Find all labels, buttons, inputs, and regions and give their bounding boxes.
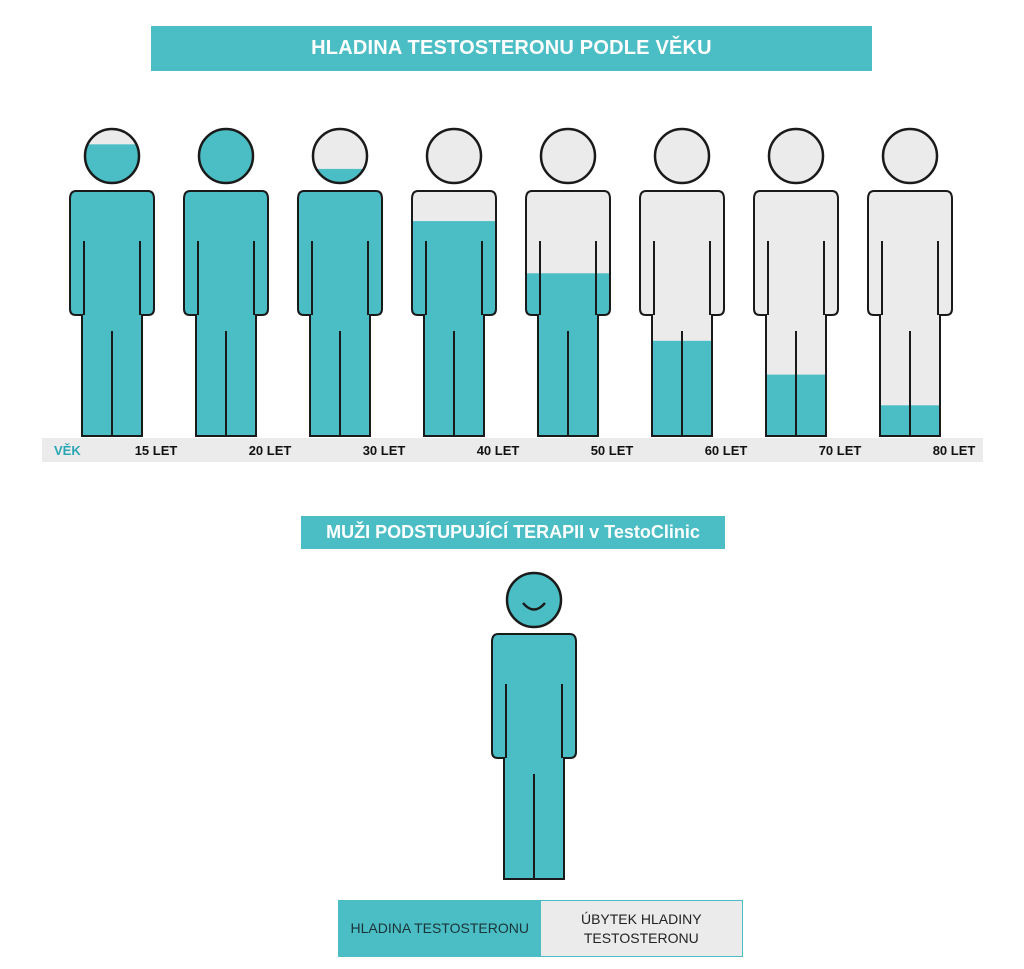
head bbox=[505, 571, 563, 629]
legend-decline: ÚBYTEK HLADINY TESTOSTERONU bbox=[540, 901, 742, 956]
body bbox=[525, 190, 611, 437]
head bbox=[425, 127, 483, 185]
person-figure-2 bbox=[297, 127, 383, 437]
person-figure-7 bbox=[867, 127, 953, 437]
body bbox=[753, 190, 839, 437]
head bbox=[767, 127, 825, 185]
chart-title: HLADINA TESTOSTERONU PODLE VĚKU bbox=[151, 26, 872, 71]
head bbox=[83, 127, 141, 185]
body bbox=[639, 190, 725, 437]
age-label-15: 15 LET bbox=[134, 443, 178, 458]
age-axis-bar: VĚK 15 LET 20 LET 30 LET 40 LET 50 LET 6… bbox=[42, 438, 983, 462]
age-axis-label: VĚK bbox=[54, 443, 81, 458]
therapy-title: MUŽI PODSTUPUJÍCÍ TERAPII v TestoClinic bbox=[301, 516, 725, 549]
person-figure-4 bbox=[525, 127, 611, 437]
age-label-80: 80 LET bbox=[932, 443, 976, 458]
body bbox=[411, 190, 497, 437]
person-figure-1 bbox=[183, 127, 269, 437]
head bbox=[197, 127, 255, 185]
head bbox=[311, 127, 369, 185]
age-label-50: 50 LET bbox=[590, 443, 634, 458]
body bbox=[183, 190, 269, 437]
age-label-60: 60 LET bbox=[704, 443, 748, 458]
legend: HLADINA TESTOSTERONU ÚBYTEK HLADINY TEST… bbox=[338, 900, 743, 957]
person-figure-6 bbox=[753, 127, 839, 437]
legend-level: HLADINA TESTOSTERONU bbox=[339, 901, 541, 956]
body bbox=[491, 633, 577, 880]
person-figure-therapy bbox=[491, 571, 577, 880]
body bbox=[297, 190, 383, 437]
person-figure-3 bbox=[411, 127, 497, 437]
person-figure-0 bbox=[69, 127, 155, 437]
person-figure-5 bbox=[639, 127, 725, 437]
age-label-70: 70 LET bbox=[818, 443, 862, 458]
body bbox=[69, 190, 155, 437]
age-label-40: 40 LET bbox=[476, 443, 520, 458]
head bbox=[881, 127, 939, 185]
smile bbox=[522, 602, 546, 611]
age-label-20: 20 LET bbox=[248, 443, 292, 458]
head bbox=[653, 127, 711, 185]
head bbox=[539, 127, 597, 185]
body bbox=[867, 190, 953, 437]
age-label-30: 30 LET bbox=[362, 443, 406, 458]
